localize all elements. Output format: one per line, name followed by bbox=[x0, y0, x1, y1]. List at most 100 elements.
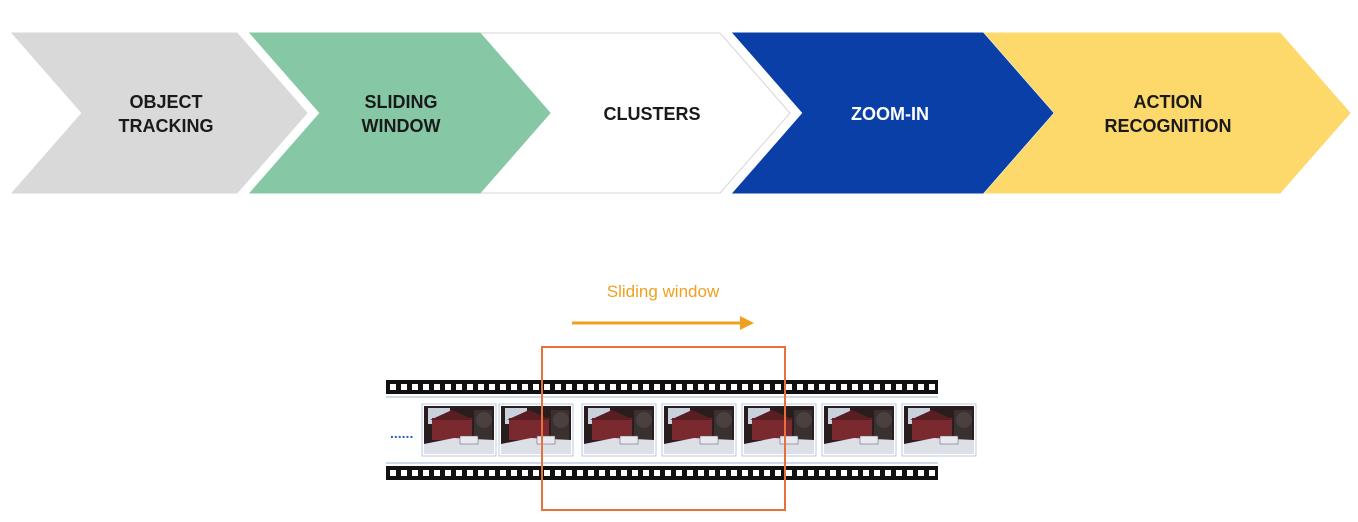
perforation-hole bbox=[456, 470, 462, 476]
perforation-hole bbox=[698, 470, 704, 476]
filmstrip-svg: Sliding window ........... bbox=[386, 282, 977, 511]
pipeline-step-1: OBJECT TRACKING bbox=[10, 32, 308, 194]
perforation-hole bbox=[929, 470, 935, 476]
perforation-hole bbox=[775, 384, 781, 390]
pipeline-step-label: WINDOW bbox=[362, 116, 441, 136]
perforation-hole bbox=[808, 470, 814, 476]
film-bottom-band bbox=[386, 466, 938, 480]
perforation-hole bbox=[555, 384, 561, 390]
perforation-hole bbox=[544, 384, 550, 390]
perforation-hole bbox=[643, 470, 649, 476]
perforation-hole bbox=[511, 384, 517, 390]
perforation-hole bbox=[500, 384, 506, 390]
pipeline-step-label: TRACKING bbox=[119, 116, 214, 136]
perforation-hole bbox=[445, 384, 451, 390]
film-ellipsis-left: ...... bbox=[390, 425, 413, 441]
sliding-window-illustration: Sliding window ........... bbox=[0, 220, 1358, 517]
perforation-hole bbox=[423, 384, 429, 390]
perforation-hole bbox=[577, 384, 583, 390]
perforation-hole bbox=[478, 470, 484, 476]
perforation-hole bbox=[643, 384, 649, 390]
perforation-hole bbox=[544, 470, 550, 476]
perforation-hole bbox=[467, 470, 473, 476]
perforation-hole bbox=[390, 384, 396, 390]
pipeline-step-label: ACTION bbox=[1134, 92, 1203, 112]
perforation-hole bbox=[918, 384, 924, 390]
perforation-hole bbox=[918, 470, 924, 476]
perforation-hole bbox=[566, 384, 572, 390]
perforation-hole bbox=[764, 384, 770, 390]
film-frame bbox=[661, 403, 737, 457]
pipeline-step-label: OBJECT bbox=[129, 92, 202, 112]
perforation-hole bbox=[687, 384, 693, 390]
perforation-hole bbox=[764, 470, 770, 476]
perforation-hole bbox=[731, 470, 737, 476]
perforation-hole bbox=[830, 470, 836, 476]
perforation-hole bbox=[863, 384, 869, 390]
film-top-band bbox=[386, 380, 938, 394]
pipeline-step-5: ACTION RECOGNITION bbox=[983, 32, 1351, 194]
perforation-hole bbox=[588, 470, 594, 476]
perforation-hole bbox=[676, 384, 682, 390]
pipeline-step-4: ZOOM-IN bbox=[731, 32, 1054, 194]
perforation-hole bbox=[896, 470, 902, 476]
perforation-hole bbox=[753, 470, 759, 476]
sliding-window-box bbox=[541, 346, 786, 511]
perforation-hole bbox=[577, 470, 583, 476]
perforation-hole bbox=[412, 384, 418, 390]
perforation-hole bbox=[522, 470, 528, 476]
perforation-hole bbox=[533, 384, 539, 390]
perforation-hole bbox=[478, 384, 484, 390]
perforation-hole bbox=[599, 384, 605, 390]
perforation-hole bbox=[929, 384, 935, 390]
perforation-hole bbox=[632, 470, 638, 476]
film-frame bbox=[581, 403, 657, 457]
perforation-hole bbox=[687, 470, 693, 476]
perforation-hole bbox=[863, 470, 869, 476]
perforation-hole bbox=[456, 384, 462, 390]
perforation-hole bbox=[830, 384, 836, 390]
film-frame bbox=[901, 403, 977, 457]
perforation-hole bbox=[852, 470, 858, 476]
perforation-hole bbox=[907, 384, 913, 390]
perforation-hole bbox=[841, 384, 847, 390]
perforation-hole bbox=[720, 470, 726, 476]
perforation-hole bbox=[874, 470, 880, 476]
perforation-hole bbox=[610, 384, 616, 390]
perforation-hole bbox=[654, 470, 660, 476]
perforation-hole bbox=[819, 384, 825, 390]
perforation-hole bbox=[775, 470, 781, 476]
perforation-hole bbox=[665, 384, 671, 390]
chevron-shape bbox=[731, 32, 1054, 194]
perforation-hole bbox=[742, 384, 748, 390]
pipeline-step-label: CLUSTERS bbox=[603, 104, 700, 124]
perforation-hole bbox=[401, 470, 407, 476]
perforation-hole bbox=[621, 470, 627, 476]
pipeline-step-label: RECOGNITION bbox=[1104, 116, 1231, 136]
perforation-hole bbox=[676, 470, 682, 476]
perforation-hole bbox=[753, 384, 759, 390]
perforation-hole bbox=[731, 384, 737, 390]
perforation-hole bbox=[434, 384, 440, 390]
perforation-hole bbox=[698, 384, 704, 390]
film-frame bbox=[421, 403, 497, 457]
perforation-hole bbox=[511, 470, 517, 476]
perforation-hole bbox=[599, 470, 605, 476]
perforation-hole bbox=[445, 470, 451, 476]
perforation-hole bbox=[907, 470, 913, 476]
perforation-hole bbox=[500, 470, 506, 476]
perforation-hole bbox=[434, 470, 440, 476]
perforation-hole bbox=[401, 384, 407, 390]
perforation-hole bbox=[819, 470, 825, 476]
perforation-hole bbox=[808, 384, 814, 390]
film-frame bbox=[498, 403, 574, 457]
perforation-hole bbox=[489, 384, 495, 390]
perforation-hole bbox=[423, 470, 429, 476]
perforation-hole bbox=[786, 470, 792, 476]
perforation-hole bbox=[566, 470, 572, 476]
perforation-hole bbox=[786, 384, 792, 390]
perforation-hole bbox=[588, 384, 594, 390]
perforation-hole bbox=[610, 470, 616, 476]
